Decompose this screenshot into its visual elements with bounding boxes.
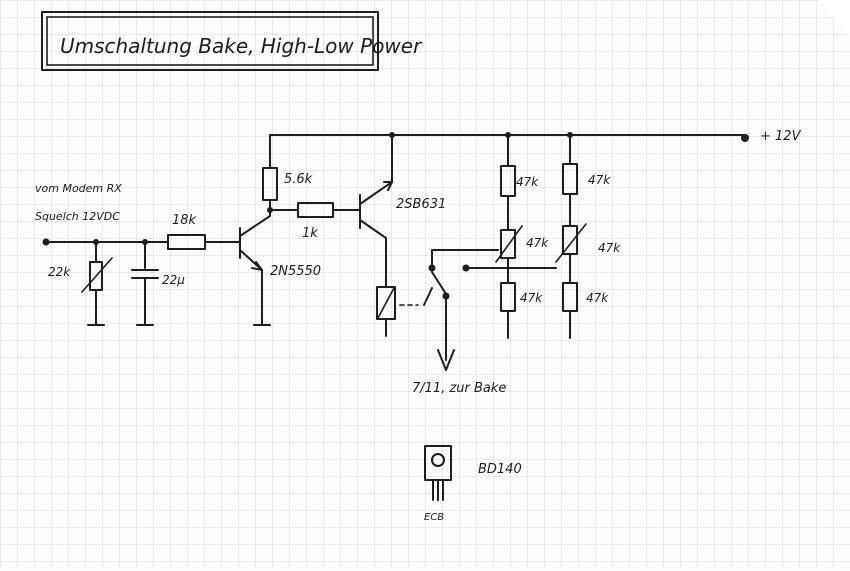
bd140-package: BD140 ECB bbox=[424, 445, 522, 523]
label-22u: 22µ bbox=[162, 273, 185, 287]
label-22k: 22k bbox=[48, 265, 71, 279]
title: Umschaltung Bake, High-Low Power bbox=[60, 34, 423, 58]
input-wire bbox=[42, 238, 169, 246]
label-47k-a2: 47k bbox=[526, 236, 549, 250]
label-bd140: BD140 bbox=[478, 462, 522, 477]
output-label: 7/11, zur Bake bbox=[412, 381, 506, 396]
label-ecb: ECB bbox=[424, 512, 444, 523]
label-47k-a3: 47k bbox=[520, 291, 543, 305]
resistor-1k: 1k bbox=[269, 202, 361, 241]
supply-label: + 12V bbox=[760, 129, 802, 144]
transistor-2sb631: 2SB631 bbox=[359, 134, 446, 288]
label-5-6k: 5.6k bbox=[284, 172, 313, 187]
label-2sb631: 2SB631 bbox=[396, 197, 446, 212]
capacitor-22u: 22µ bbox=[131, 241, 185, 326]
paper-corner bbox=[820, 0, 850, 40]
resistor-18k: 18k bbox=[167, 213, 241, 250]
label-1k: 1k bbox=[302, 226, 318, 241]
relay-coil bbox=[376, 286, 419, 337]
title-box: Umschaltung Bake, High-Low Power bbox=[41, 11, 423, 71]
resistor-22k: 22k bbox=[48, 241, 113, 326]
resistor-5-6k: 5.6k bbox=[262, 134, 313, 217]
label-47k-b1: 47k bbox=[588, 173, 611, 187]
input-line-1: vom Modem RX bbox=[35, 182, 122, 195]
label-2n5550: 2N5550 bbox=[270, 264, 321, 279]
label-18k: 18k bbox=[172, 213, 197, 228]
transistor-2n5550: 2N5550 bbox=[239, 215, 321, 326]
input-label: vom Modem RX Squelch 12VDC bbox=[35, 182, 122, 223]
label-47k-b2: 47k bbox=[598, 241, 621, 255]
label-47k-b3: 47k bbox=[586, 291, 609, 305]
divider-b: 47k 47k 47k bbox=[555, 134, 621, 339]
divider-a: 47k 47k 47k bbox=[495, 134, 549, 339]
relay-contact: 7/11, zur Bake bbox=[412, 249, 557, 396]
input-line-2: Squelch 12VDC bbox=[35, 210, 120, 223]
label-47k-a1: 47k bbox=[516, 175, 539, 189]
